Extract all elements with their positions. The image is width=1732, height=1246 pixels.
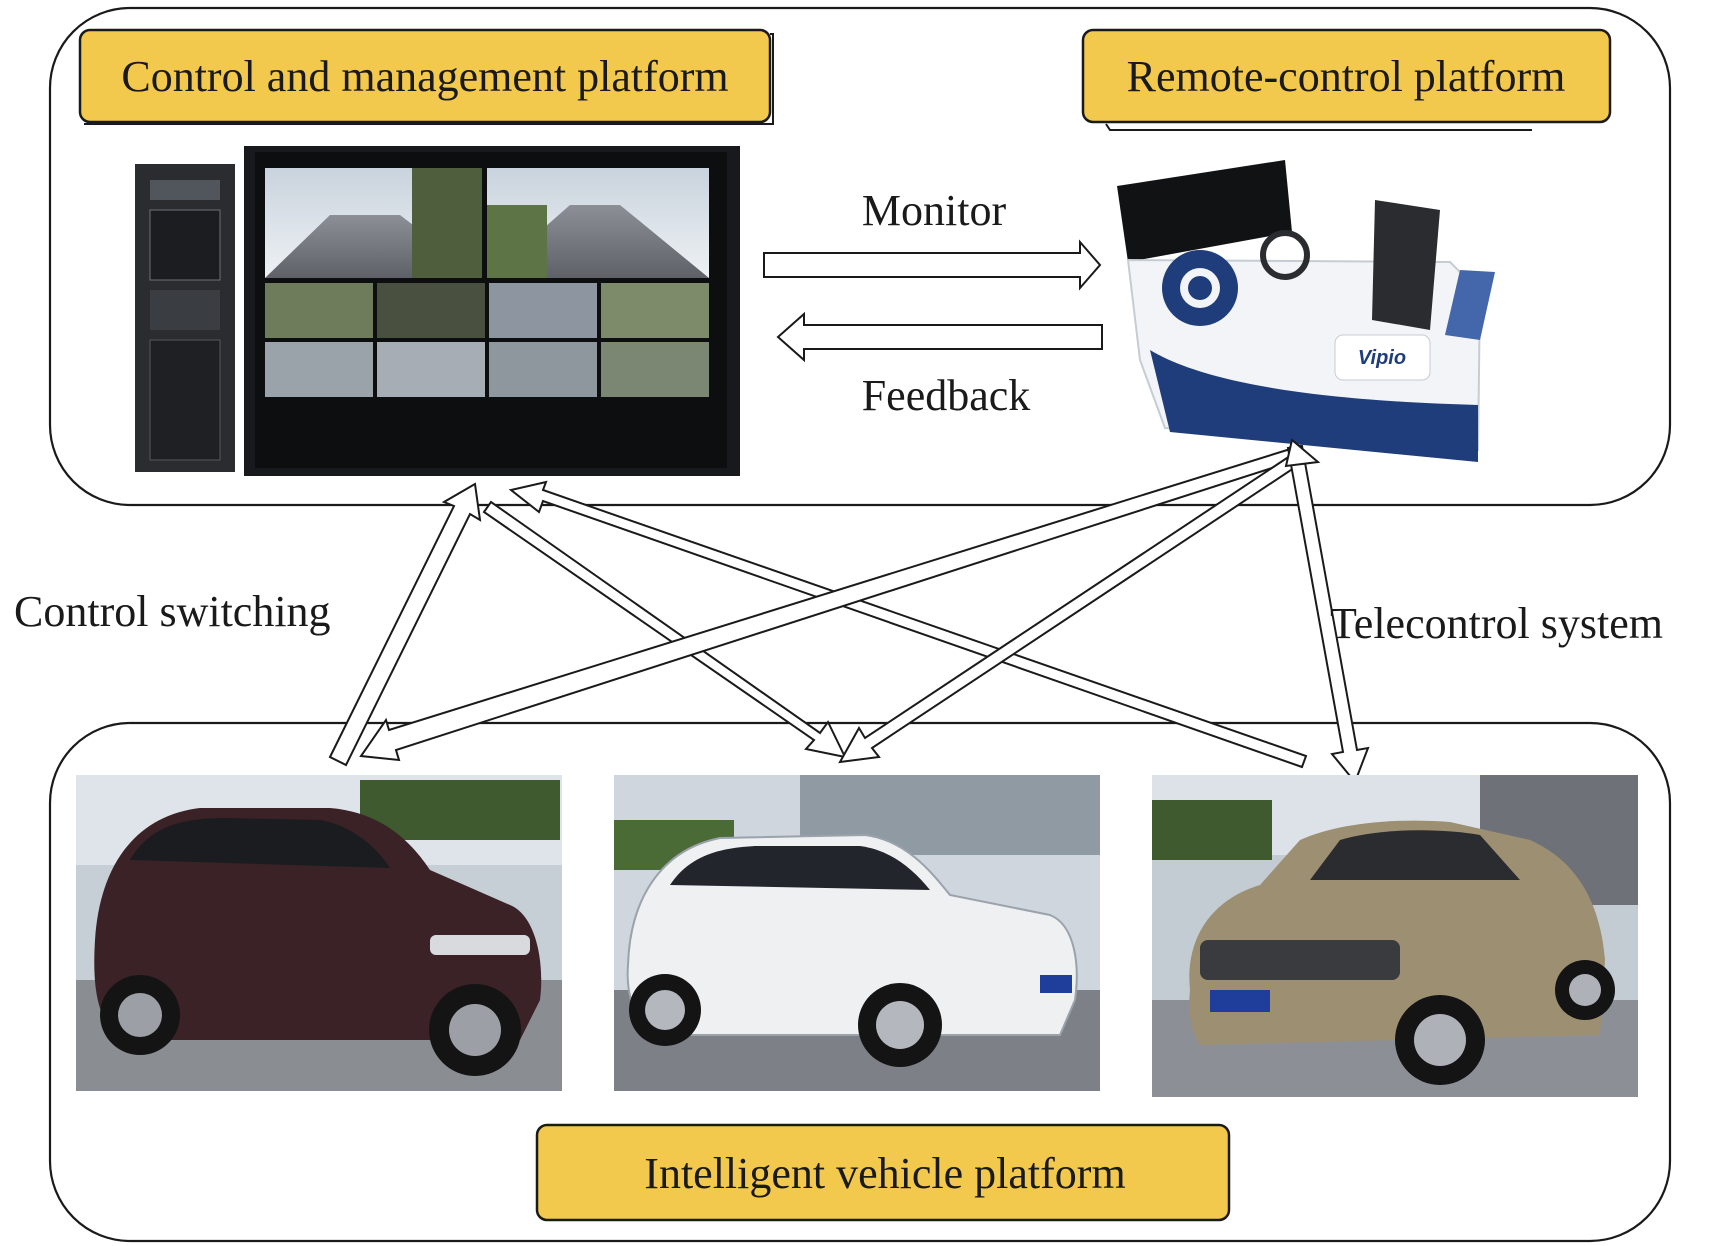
vehicle-photo-2 <box>614 775 1100 1091</box>
arrow-remote-to-car2 <box>838 450 1305 764</box>
svg-text:Vipio: Vipio <box>1358 347 1406 369</box>
arrow-remote-to-car1 <box>359 444 1308 762</box>
monitor-arrow <box>763 239 1102 291</box>
bottom-platform-panel <box>48 721 1672 1243</box>
remote-control-tag: Remote-control platform <box>1081 28 1612 131</box>
control-management-tag: Control and management platform <box>78 28 774 125</box>
steering-wheel <box>1260 230 1310 280</box>
driver-seat <box>1372 200 1440 330</box>
cockpit-base-stripe <box>1150 350 1478 462</box>
vehicle-3-grille <box>1200 940 1400 980</box>
arrow-remote-to-car3 <box>1286 444 1370 784</box>
arrow-control-to-car2 <box>482 500 847 759</box>
arrow-car1-to-control <box>328 482 482 767</box>
feedback-arrow <box>776 311 1103 363</box>
intelligent-vehicle-title: Intelligent vehicle platform <box>644 1149 1125 1198</box>
vehicle-photo-1 <box>76 775 562 1091</box>
arrow-car3-to-control <box>508 480 1308 769</box>
control-management-title: Control and management platform <box>121 52 728 101</box>
cockpit-screen <box>1117 160 1292 262</box>
vehicle-photo-3 <box>1152 775 1638 1097</box>
vehicle-1-body <box>94 808 542 1040</box>
remote-cockpit-photo: Vipio <box>1117 160 1495 462</box>
intelligent-vehicle-tag: Intelligent vehicle platform <box>535 1123 1231 1222</box>
top-platform-panel <box>48 6 1672 507</box>
link-arrows <box>328 438 1370 784</box>
monitor-label: Monitor <box>862 186 1007 235</box>
arrowhead-remote <box>1284 438 1321 468</box>
feedback-label: Feedback <box>862 371 1031 420</box>
telecontrol-system-label: Telecontrol system <box>1330 599 1663 648</box>
video-wall-feeds <box>265 168 709 397</box>
remote-control-title: Remote-control platform <box>1127 52 1566 101</box>
control-switching-label: Control switching <box>14 587 331 636</box>
control-center-photo <box>135 146 740 476</box>
